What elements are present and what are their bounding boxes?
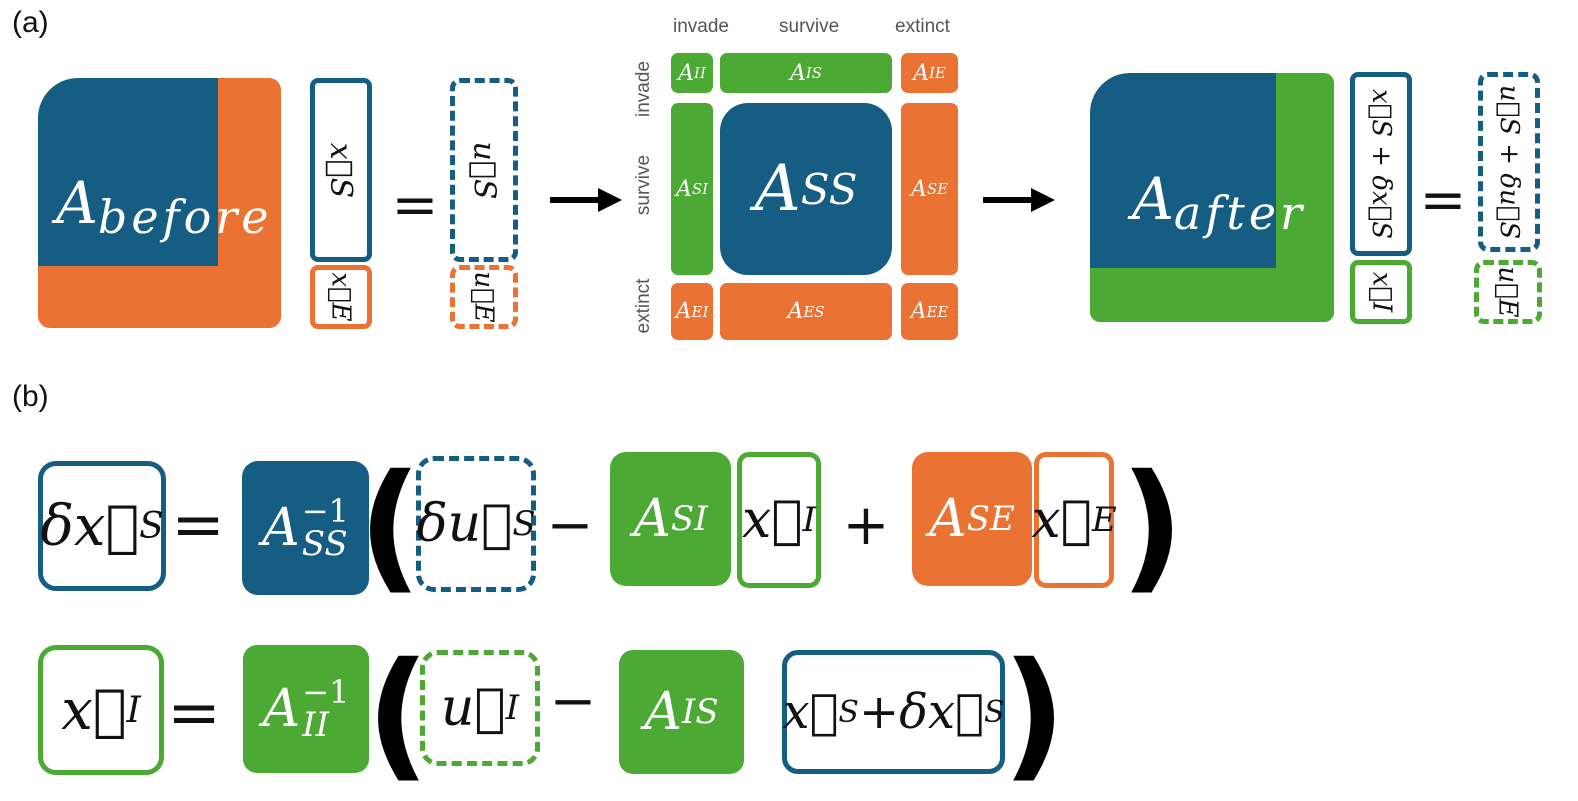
vector-ue: u⃗E xyxy=(450,265,518,329)
vector-us-plus-dus: u⃗S + δu⃗S xyxy=(1478,72,1540,252)
eq1-open-paren: ( xyxy=(358,445,422,608)
eq2-xs-plus-dxs: x⃗S+δx⃗S xyxy=(782,650,1005,774)
equals-sign-a1: = xyxy=(391,172,439,238)
eq1-xe: x⃗E xyxy=(1031,452,1117,588)
row-header-invade: invade xyxy=(633,61,654,117)
a-before-extinct-row xyxy=(38,266,281,328)
equals-sign-a2: = xyxy=(1419,167,1467,233)
a-before-survive-block xyxy=(38,78,218,266)
arrow-right-icon xyxy=(550,188,622,212)
eq1-equals: = xyxy=(171,488,225,562)
a-after-invade-row xyxy=(1090,268,1334,322)
eq2-close-paren: ) xyxy=(1002,633,1066,796)
col-header-extinct: extinct xyxy=(895,16,950,37)
vector-xs-plus-dxs: x⃗S + δx⃗S xyxy=(1350,72,1412,256)
row-header-survive: survive xyxy=(633,154,654,216)
vector-xe: x⃗E xyxy=(310,265,372,329)
eq1-lhs-dxs: δx⃗S xyxy=(38,461,166,591)
eq2-open-paren: ( xyxy=(366,633,430,796)
a-after-survive-block xyxy=(1090,73,1276,268)
vector-us: u⃗S xyxy=(450,78,518,262)
arrow-right-icon xyxy=(983,188,1055,212)
panel-b-label: (b) xyxy=(12,380,49,413)
eq2-equals: = xyxy=(167,676,221,750)
eq2-minus: − xyxy=(549,668,597,734)
eq1-ass-inverse: A −1 SS xyxy=(242,461,369,595)
eq2-aii-inverse: A −1 II xyxy=(243,645,369,773)
panel-a-label: (a) xyxy=(12,6,49,39)
vector-ue-after: u⃗E xyxy=(1474,260,1542,324)
eq1-plus: + xyxy=(842,492,890,558)
vector-xs: x⃗S xyxy=(310,78,372,262)
eq2-ui: u⃗I xyxy=(420,650,540,766)
vector-xi: x⃗I xyxy=(1350,260,1412,324)
col-header-survive: survive xyxy=(779,16,840,37)
eq1-close-paren: ) xyxy=(1120,445,1184,608)
eq2-lhs-xi: x⃗I xyxy=(38,645,164,775)
row-header-extinct: extinct xyxy=(633,278,654,334)
col-header-invade: invade xyxy=(673,16,729,37)
eq1-xi: x⃗I xyxy=(737,452,821,588)
eq1-dus: δu⃗S xyxy=(416,456,536,592)
eq1-minus: − xyxy=(546,492,594,558)
